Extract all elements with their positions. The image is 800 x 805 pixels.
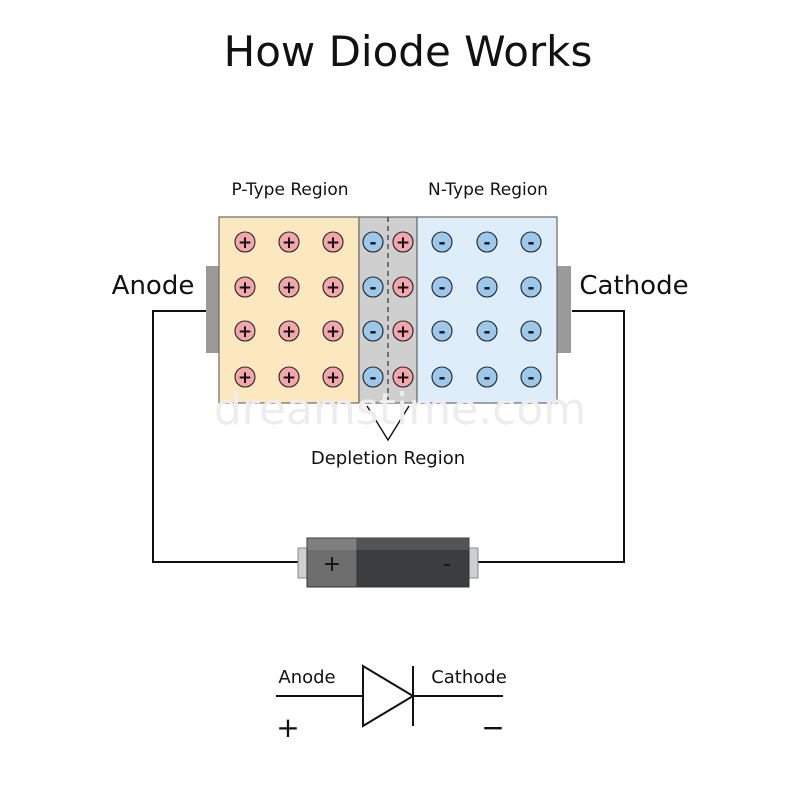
negative-sign: - [527, 322, 534, 342]
positive-charge [392, 231, 414, 253]
positive-charge [322, 276, 344, 298]
positive-sign: + [396, 322, 410, 342]
negative-sign: - [369, 368, 376, 388]
negative-sign: - [527, 233, 534, 253]
positive-sign: + [396, 233, 410, 253]
positive-sign: + [326, 368, 340, 388]
negative-charge [520, 276, 542, 298]
positive-sign: + [238, 322, 252, 342]
battery-positive-half [306, 537, 358, 588]
positive-charge [278, 231, 300, 253]
positive-charge [322, 231, 344, 253]
positive-charge [278, 366, 300, 388]
positive-charge [392, 276, 414, 298]
negative-sign: - [438, 322, 445, 342]
depletion-pointer [366, 405, 410, 442]
negative-charge [362, 231, 384, 253]
battery-positive-sign: + [323, 552, 341, 577]
negative-charge [476, 366, 498, 388]
symbol-triangle [362, 664, 415, 728]
negative-sign: - [483, 278, 490, 298]
negative-charge [362, 276, 384, 298]
negative-charge [520, 231, 542, 253]
positive-charge [234, 320, 256, 342]
negative-sign: - [369, 233, 376, 253]
positive-sign: + [282, 233, 296, 253]
charge-carriers: ++++----++++----++++----++++---- [234, 231, 542, 388]
cathode-terminal [557, 266, 571, 353]
negative-charge [520, 366, 542, 388]
p-region-label: P-Type Region [231, 180, 348, 200]
positive-sign: + [238, 233, 252, 253]
negative-charge [362, 366, 384, 388]
positive-charge [234, 276, 256, 298]
negative-charge [431, 231, 453, 253]
positive-charge [392, 366, 414, 388]
positive-charge [234, 366, 256, 388]
n-region-label: N-Type Region [428, 180, 548, 200]
negative-sign: - [483, 322, 490, 342]
negative-sign: - [369, 278, 376, 298]
positive-sign: + [282, 322, 296, 342]
positive-charge [322, 320, 344, 342]
battery-highlight [307, 538, 469, 550]
symbol-negative-sign: − [481, 711, 504, 744]
battery-negative-sign: - [443, 552, 451, 577]
negative-sign: - [438, 233, 445, 253]
anode-label: Anode [112, 271, 195, 301]
symbol-positive-sign: + [276, 711, 299, 744]
negative-sign: - [438, 368, 445, 388]
negative-charge [476, 231, 498, 253]
diagram-title: How Diode Works [224, 27, 593, 76]
positive-charge [278, 276, 300, 298]
anode-wire [152, 310, 302, 563]
positive-charge [278, 320, 300, 342]
battery: + - [297, 537, 479, 588]
positive-sign: + [238, 368, 252, 388]
positive-sign: + [326, 322, 340, 342]
positive-sign: + [238, 278, 252, 298]
negative-charge [476, 276, 498, 298]
negative-charge [431, 366, 453, 388]
positive-sign: + [282, 278, 296, 298]
negative-charge [476, 320, 498, 342]
positive-charge [322, 366, 344, 388]
cathode-wire [475, 310, 625, 563]
negative-charge [431, 320, 453, 342]
negative-charge [520, 320, 542, 342]
positive-sign: + [396, 368, 410, 388]
negative-sign: - [483, 368, 490, 388]
positive-sign: + [326, 233, 340, 253]
positive-sign: + [282, 368, 296, 388]
negative-sign: - [527, 368, 534, 388]
symbol-cathode-label: Cathode [431, 667, 507, 688]
anode-terminal [206, 266, 220, 353]
negative-charge [431, 276, 453, 298]
negative-sign: - [527, 278, 534, 298]
watermark: dreamstime.com [214, 384, 586, 435]
positive-sign: + [396, 278, 410, 298]
negative-sign: - [438, 278, 445, 298]
positive-sign: + [326, 278, 340, 298]
cathode-label: Cathode [579, 271, 688, 301]
symbol-anode-label: Anode [278, 667, 335, 688]
depletion-label: Depletion Region [311, 448, 465, 469]
positive-charge [234, 231, 256, 253]
positive-charge [392, 320, 414, 342]
diode-symbol: Anode Cathode + − [276, 664, 507, 744]
negative-sign: - [369, 322, 376, 342]
negative-sign: - [483, 233, 490, 253]
negative-charge [362, 320, 384, 342]
battery-negative-half [356, 537, 470, 588]
